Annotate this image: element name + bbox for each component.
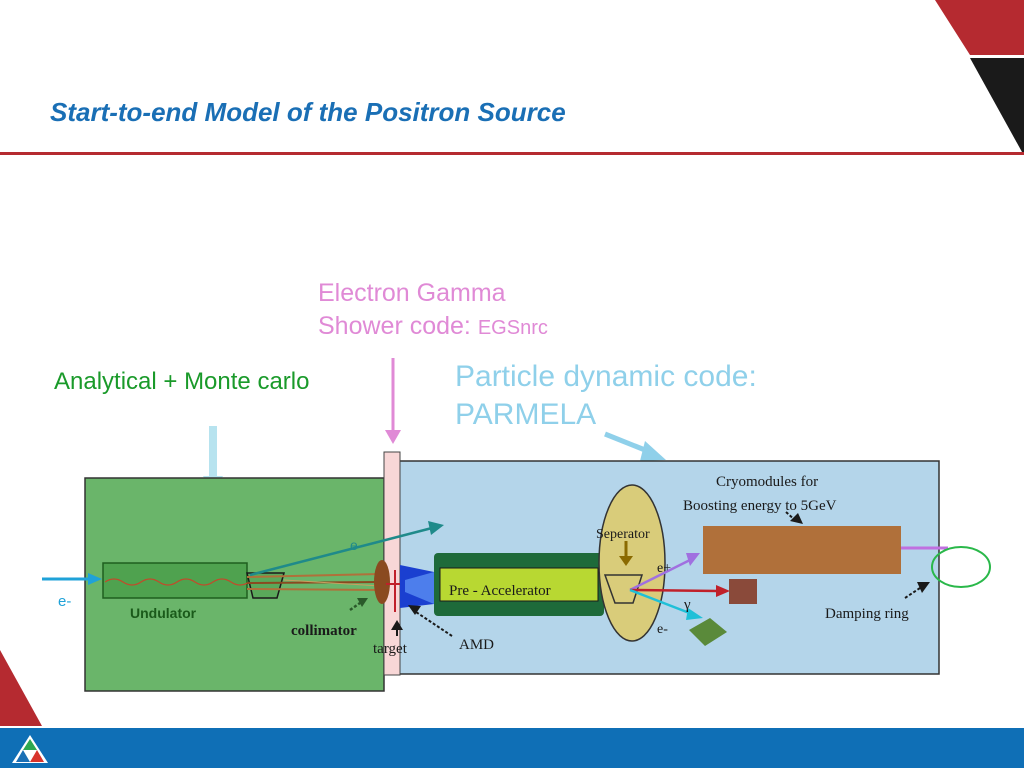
slide-title: Start-to-end Model of the Positron Sourc… [50, 97, 566, 127]
cryomodule-pointer [785, 511, 803, 524]
collimator-label: collimator [291, 623, 357, 639]
separator-output-arrows [629, 553, 730, 620]
parmela-arrow [604, 431, 666, 461]
amd-label: AMD [459, 637, 494, 653]
photon-beam [246, 573, 381, 591]
top-right-red-stripe [935, 0, 1024, 55]
parmela-label-line1: Particle dynamic code: [455, 360, 757, 393]
undulator-label: Undulator [130, 605, 197, 621]
separator-ellipse [598, 484, 666, 642]
separator-label: Seperator [596, 527, 650, 542]
top-right-black-stripe [970, 58, 1024, 152]
separator-e-minus-label: e- [657, 622, 668, 637]
cryomodule-box [703, 526, 901, 574]
analytical-label: Analytical + Monte carlo [54, 368, 310, 395]
egs-arrow [385, 358, 401, 444]
damping-ring-pointer [904, 582, 930, 599]
bottom-left-red-stripe [0, 650, 42, 726]
egs-code-small: nrc [520, 317, 548, 339]
target-label: target [373, 641, 408, 657]
egs-label-prefix: Shower code: [318, 312, 478, 340]
logo-icon [12, 735, 48, 763]
outgoing-electron-arrow [249, 521, 444, 577]
incoming-electron-arrow [42, 573, 102, 585]
incoming-e-minus-label: e- [58, 593, 71, 610]
target-disk [374, 560, 390, 604]
target-pointer [391, 620, 403, 636]
undulator-magnet [102, 562, 248, 599]
parmela-label-line2: PARMELA [455, 398, 597, 431]
title-divider [0, 152, 1024, 155]
pre-accelerator-label: Pre - Accelerator [449, 583, 551, 599]
separator-arrow-head [619, 556, 633, 566]
damping-ring-label: Damping ring [825, 606, 909, 622]
cryomodules-label-line1: Cryomodules for [716, 474, 818, 490]
amd-pointer [408, 605, 453, 637]
egs-label-line2: Shower code: EGSnrc [318, 312, 548, 341]
amd-cone [405, 572, 434, 604]
e-plus-label: e+ [657, 561, 671, 576]
egs-code-caps: EGS [477, 317, 521, 339]
egs-label-line1: Electron Gamma [318, 279, 506, 307]
outgoing-e-minus-label: e- [350, 537, 363, 553]
photon-dump [729, 579, 757, 604]
collimator-pointer [349, 598, 368, 612]
undulator-wave [104, 578, 250, 586]
damping-ring-circle [931, 546, 991, 588]
gamma-label: γ [683, 597, 691, 613]
separator-magnet [603, 574, 644, 604]
footer-bar [0, 728, 1024, 768]
pre-accelerator-inner [439, 567, 599, 602]
cryomodules-label-line2: Boosting energy to 5GeV [683, 498, 837, 514]
electron-dump [689, 618, 727, 646]
